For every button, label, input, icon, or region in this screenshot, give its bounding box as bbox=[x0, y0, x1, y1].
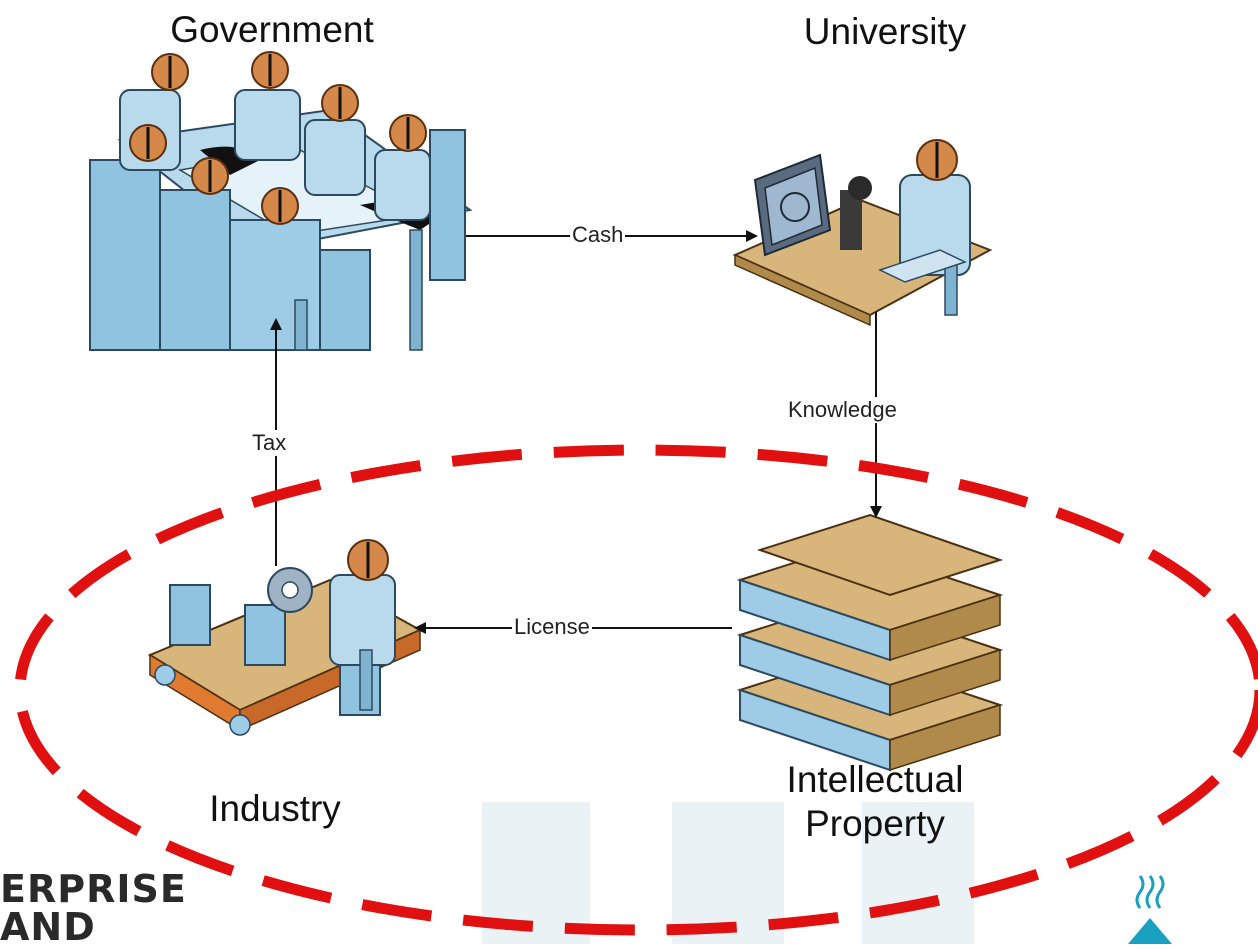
logo-mark-icon bbox=[1128, 875, 1172, 944]
intellectual-property-label: Intellectual Property bbox=[725, 758, 1025, 846]
logo-text: ERPRISE AND bbox=[0, 870, 187, 946]
university-icon bbox=[732, 139, 993, 327]
university-label: University bbox=[803, 11, 967, 52]
ip-label-line2: Property bbox=[805, 803, 945, 844]
ip-label-line1: Intellectual bbox=[786, 759, 964, 800]
government-label: Government bbox=[170, 9, 374, 50]
cash-label: Cash bbox=[570, 222, 626, 248]
industry-icon bbox=[147, 539, 423, 736]
government-icon bbox=[89, 51, 473, 351]
background-block bbox=[672, 802, 784, 944]
tax-label: Tax bbox=[250, 430, 289, 456]
knowledge-label: Knowledge bbox=[786, 397, 899, 423]
logo-text-line1: ERPRISE bbox=[0, 867, 187, 911]
industry-label: Industry bbox=[209, 788, 341, 829]
logo-text-line2: AND bbox=[0, 905, 96, 949]
license-label: License bbox=[512, 614, 592, 640]
books-icon bbox=[736, 513, 1004, 772]
background-block bbox=[862, 802, 974, 944]
